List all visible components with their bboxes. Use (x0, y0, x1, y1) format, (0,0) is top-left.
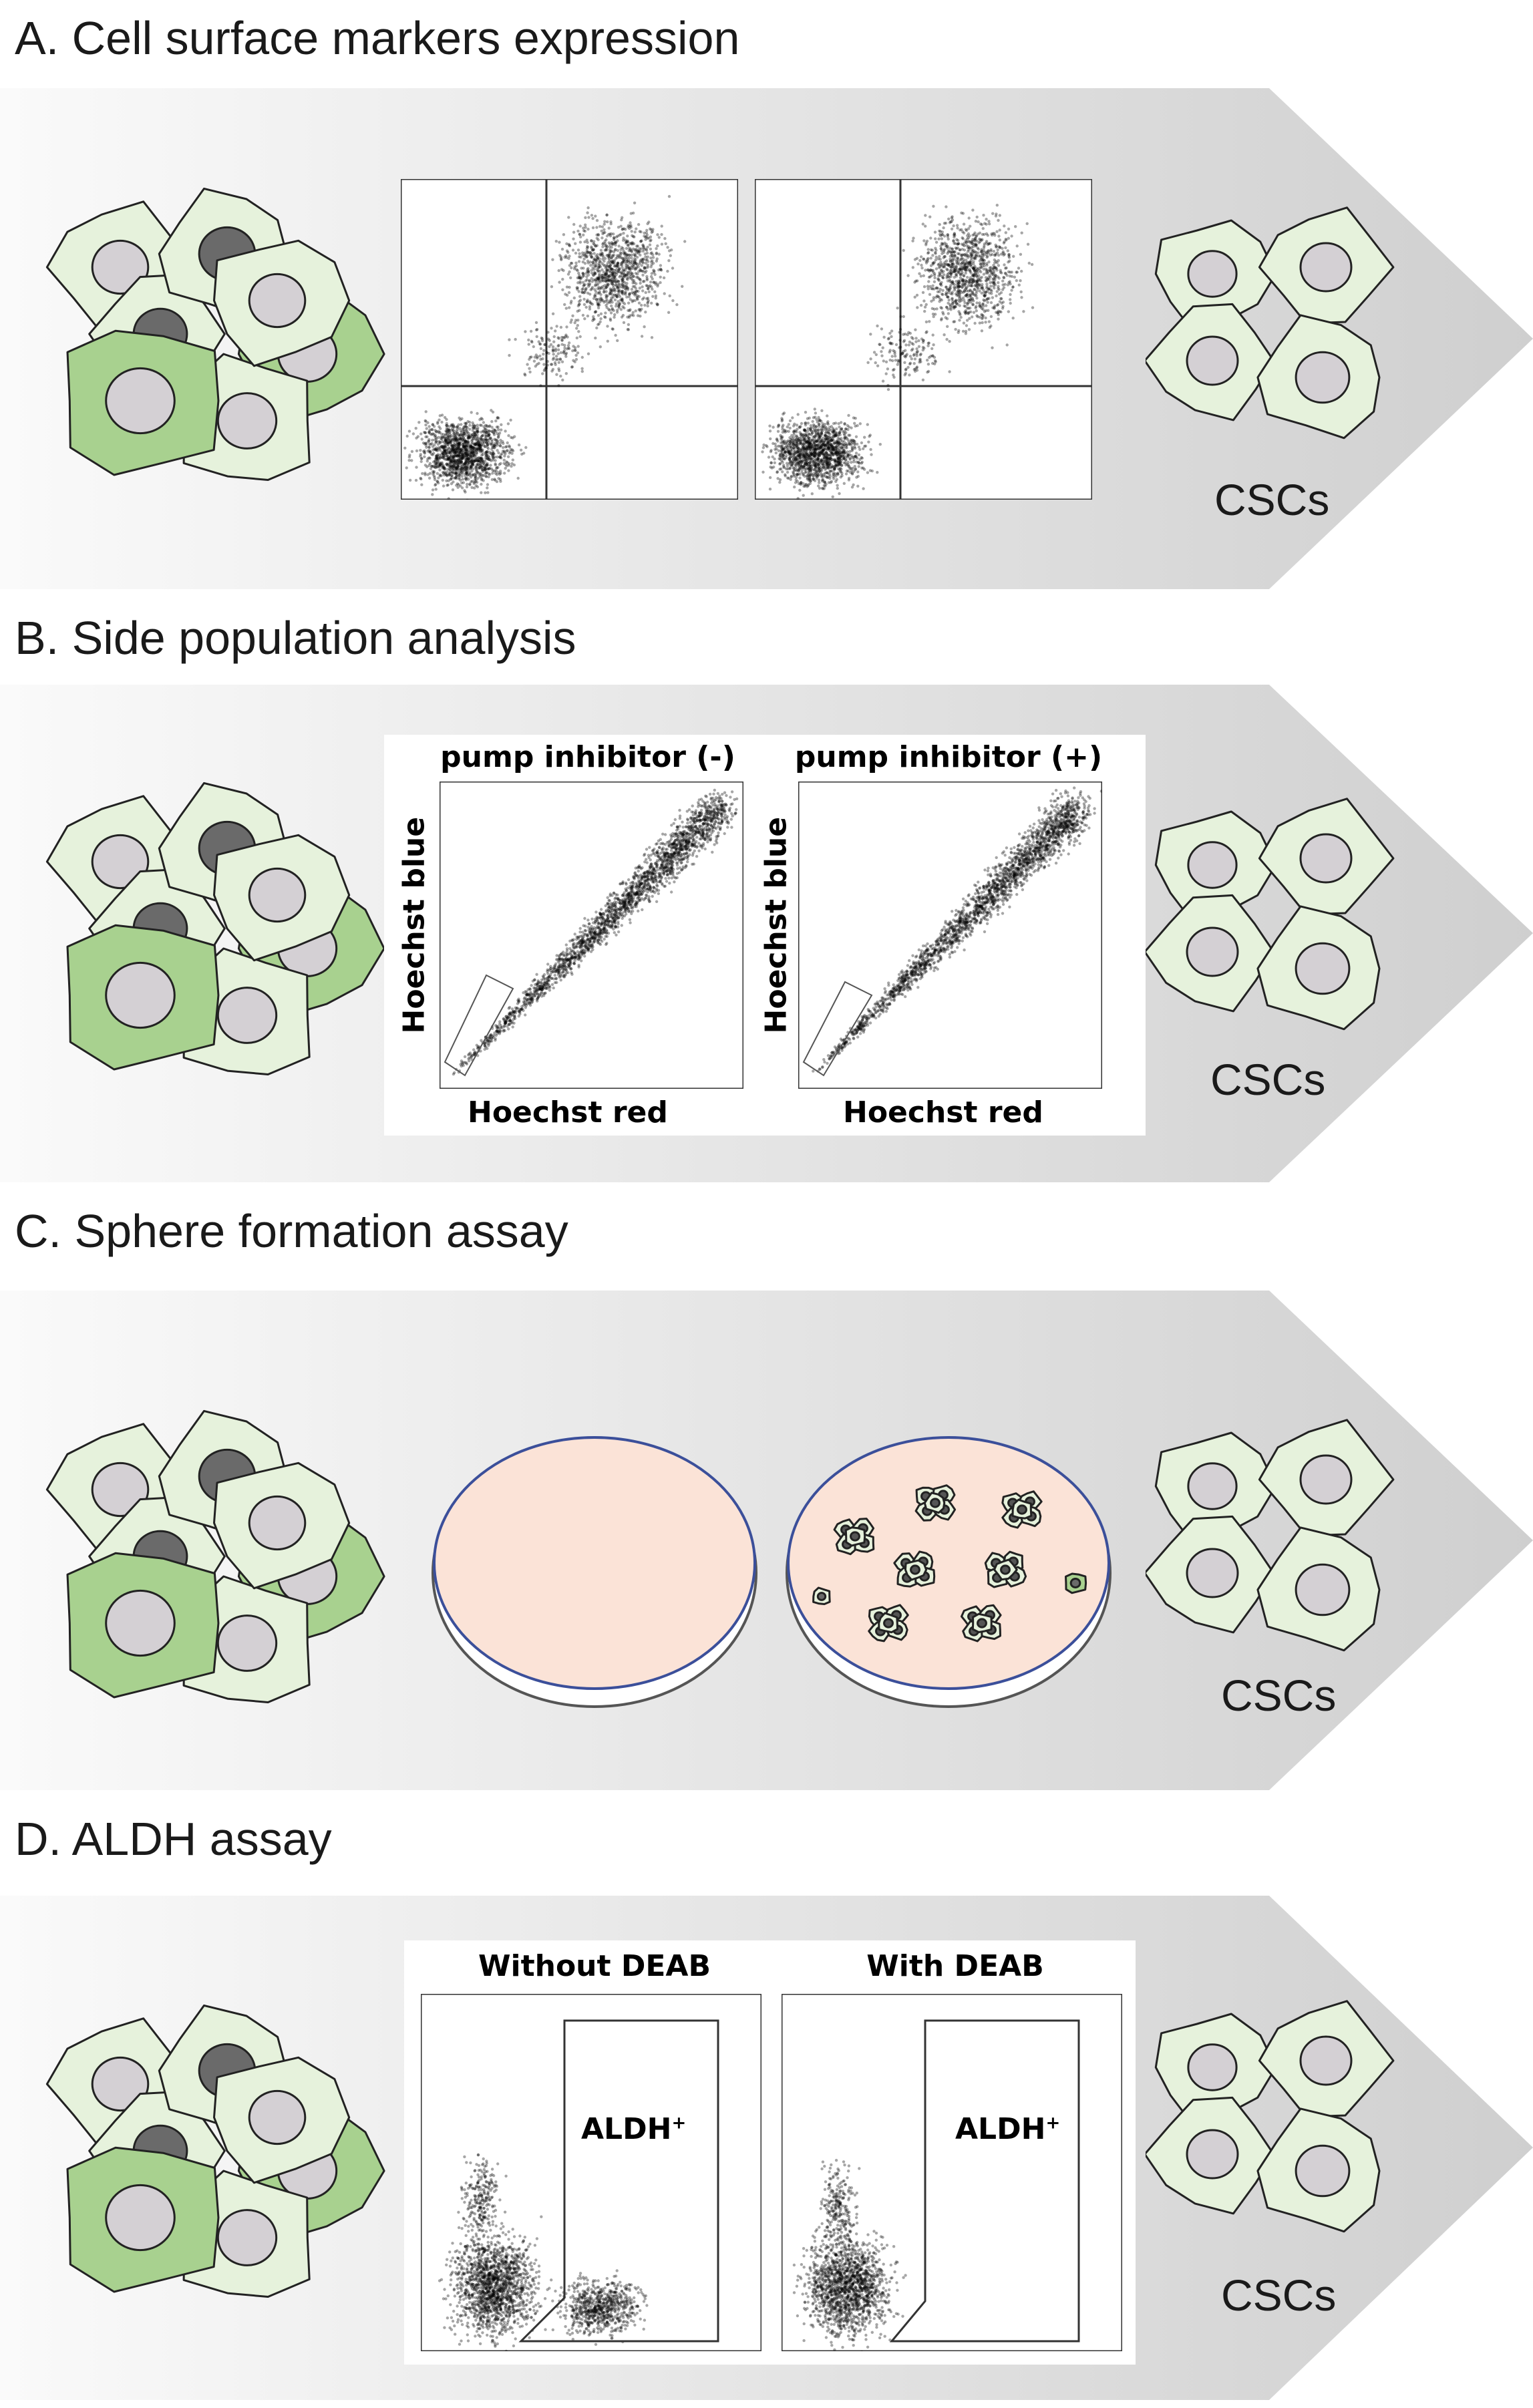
sphere (833, 1518, 875, 1556)
sp-dots (452, 788, 739, 1076)
sphere (914, 1484, 957, 1522)
dot-cluster-0 (792, 2222, 907, 2351)
csc-label-a: CSCs (1214, 475, 1330, 524)
single-cell (812, 1586, 831, 1605)
sp-plot-1-title: pump inhibitor (-) (440, 740, 735, 774)
csc-cell (1258, 2000, 1395, 2118)
csc-cell (1258, 798, 1395, 916)
csc-cluster-a (1146, 206, 1395, 440)
aldh-plot-1 (421, 1994, 761, 2351)
csc-cell (1154, 219, 1277, 332)
culture-dish-spheres (786, 1436, 1112, 1708)
flow-plot-a1 (401, 179, 738, 500)
csc-label-b: CSCs (1210, 1055, 1326, 1104)
section-d-title: D. ALDH assay (15, 1813, 332, 1865)
dot-cluster-2 (866, 315, 951, 391)
mixed-cells-cluster-b (45, 782, 385, 1075)
cell-dark (66, 1552, 220, 1699)
csc-cell (1256, 1526, 1381, 1652)
sphere (961, 1604, 1002, 1643)
mixed-cells-cluster-d (45, 2004, 385, 2298)
cell-light (213, 1461, 351, 1590)
sphere (893, 1550, 936, 1588)
sphere (868, 1604, 909, 1643)
sphere (1001, 1490, 1043, 1529)
sp-plot-2 (798, 782, 1102, 1089)
csc-cell (1146, 2096, 1275, 2215)
sp-plot-2-title: pump inhibitor (+) (794, 740, 1103, 774)
dot-cluster-1 (550, 194, 687, 343)
cell-light (213, 2056, 351, 2184)
csc-label-c: CSCs (1221, 1671, 1337, 1720)
sphere-cell (844, 1526, 866, 1547)
dot-cluster-0 (403, 409, 528, 500)
csc-cluster-d (1146, 2000, 1395, 2233)
csc-cell (1256, 2107, 1381, 2233)
sphere (812, 1586, 831, 1605)
mixed-cells-cluster-c (45, 1409, 385, 1703)
section-c-banner (0, 1291, 1533, 1790)
sphere-cell (1011, 1498, 1033, 1520)
csc-cell (1154, 1431, 1277, 1544)
csc-cluster-c (1146, 1419, 1395, 1652)
sphere-cell (971, 1612, 993, 1633)
dot-cluster-2 (551, 2269, 649, 2346)
csc-cell (1258, 1419, 1395, 1537)
sp-plot-1-ylabel: Hoechst blue (397, 816, 432, 1034)
mixed-cells-cluster-a (45, 187, 385, 481)
csc-cell (1258, 206, 1395, 325)
dot-cluster-1 (811, 2159, 861, 2270)
sp-dots (812, 786, 1102, 1073)
cell-dark (66, 924, 220, 1071)
dot-cluster-2 (508, 319, 602, 387)
sphere (984, 1550, 1027, 1588)
csc-cell (1146, 1515, 1275, 1634)
sphere-cell (923, 1492, 946, 1514)
culture-dish-empty (432, 1436, 757, 1708)
single-cell (1065, 1572, 1087, 1594)
sp-plot-1-xlabel: Hoechst red (468, 1095, 668, 1130)
aldh-plot-1-title: Without DEAB (478, 1949, 711, 1983)
sp-plot-2-xlabel: Hoechst red (843, 1095, 1043, 1130)
sp-plot-1 (440, 782, 743, 1089)
csc-cluster-b (1146, 798, 1395, 1031)
section-a-title: A. Cell surface markers expression (15, 12, 740, 64)
dot-cluster-0 (438, 2215, 553, 2351)
dot-cluster-0 (761, 407, 882, 500)
csc-cell (1146, 894, 1275, 1013)
dot-cluster-1 (896, 204, 1035, 349)
aldh-plot-2 (782, 1994, 1122, 2351)
aldh-gate-label-1: ALDH+ (581, 2112, 687, 2146)
csc-label-d: CSCs (1221, 2270, 1337, 2320)
flow-plot-a2 (755, 179, 1092, 500)
dot-cluster-1 (457, 2153, 508, 2257)
sphere-cell (878, 1612, 898, 1634)
section-b-title: B. Side population analysis (15, 612, 576, 664)
sphere (1065, 1572, 1087, 1594)
cell-dark (66, 329, 220, 476)
csc-cell (1256, 314, 1381, 440)
aldh-plot-2-title: With DEAB (866, 1949, 1044, 1983)
sphere-cell (904, 1559, 928, 1581)
cell-light (213, 239, 351, 367)
csc-cell (1256, 905, 1381, 1031)
cell-light (213, 834, 351, 962)
sp-plot-2-ylabel: Hoechst blue (759, 816, 794, 1034)
csc-cell (1146, 303, 1275, 421)
section-c-title: C. Sphere formation assay (15, 1205, 568, 1257)
sphere-cell (993, 1558, 1018, 1581)
cell-dark (66, 2146, 220, 2293)
aldh-gate-label-2: ALDH+ (955, 2112, 1061, 2146)
